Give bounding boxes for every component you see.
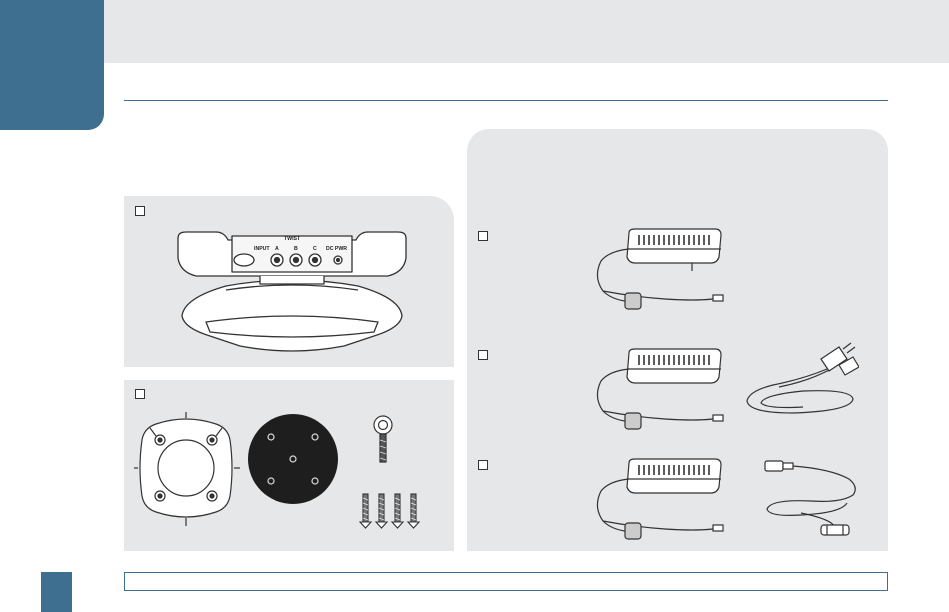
base-unit-checkbox[interactable] [135,206,145,216]
page-number-tab [41,572,72,612]
power-option-1-checkbox[interactable] [478,231,488,241]
footer-note-box [124,572,888,591]
hardware-panel [124,380,454,551]
eye-bolt-illustration [373,415,393,463]
jack-label-twist: TWIST [284,236,301,242]
jack-label-dc-pwr: DC PWR [326,246,347,252]
jack-label-input: INPUT [254,246,270,252]
base-unit-illustration: INPUT A B C DC PWR TWIST [177,231,407,352]
power-option-2-checkbox[interactable] [478,350,488,360]
mounting-screws-illustration [358,493,421,529]
extension-cable-illustration [764,460,856,536]
adhesive-pad-illustration [248,414,338,504]
jack-label-b: B [294,246,298,252]
power-adapter-2-illustration [596,348,724,430]
jack-label-c: C [313,246,317,252]
mounting-plate-illustration [134,412,240,526]
header-band [0,0,949,63]
chapter-tab [0,0,104,130]
base-unit-panel: INPUT A B C DC PWR TWIST [124,196,454,367]
ac-cord-illustration [746,342,859,414]
title-rule [124,100,888,101]
power-adapter-1-illustration [596,228,724,310]
jack-label-a: A [275,246,279,252]
hardware-checkbox[interactable] [135,389,145,399]
power-supply-panel [467,129,888,551]
power-adapter-3-illustration [596,458,724,540]
power-option-3-checkbox[interactable] [478,460,488,470]
